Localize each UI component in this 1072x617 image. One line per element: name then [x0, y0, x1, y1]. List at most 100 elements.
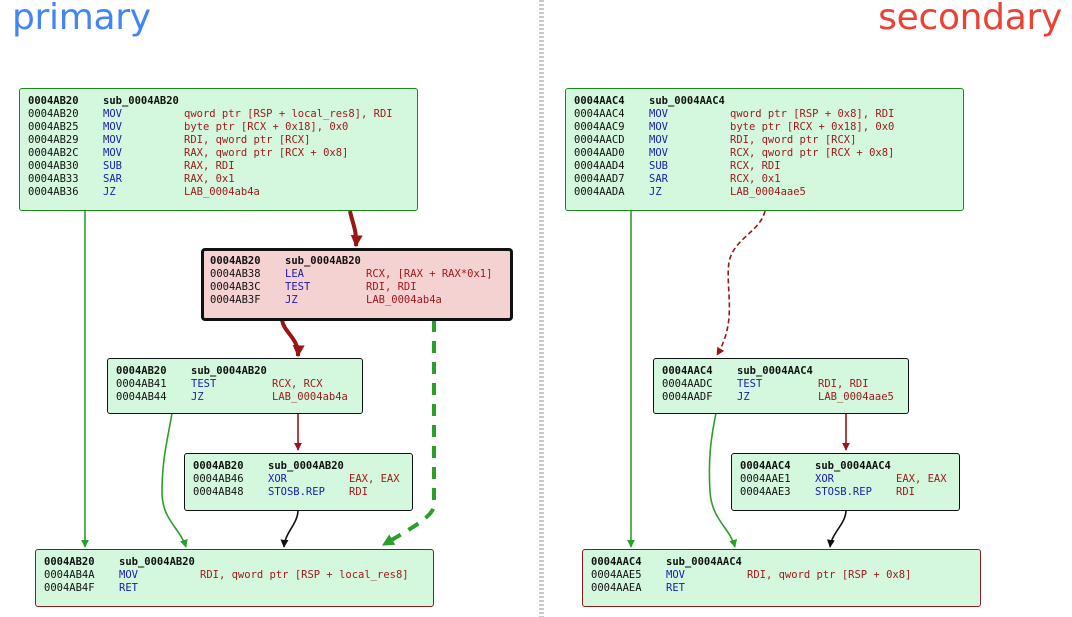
primary-block-selected[interactable]: 0004AB20 sub_0004AB20 0004AB38 LEA RCX, [RA…: [201, 248, 513, 321]
instruction-address: 0004AB33: [28, 173, 79, 185]
instruction-mnemonic: RET: [119, 582, 138, 594]
instruction-address: 0004AAD0: [574, 147, 625, 159]
instruction-operands: RDI, qword ptr [RSP + local_res8]: [200, 569, 409, 581]
instruction-address: 0004AB30: [28, 160, 79, 172]
instruction-mnemonic: MOV: [649, 134, 668, 146]
instruction-operands: qword ptr [RSP + 0x8], RDI: [730, 108, 895, 120]
block-header-address: 0004AB20: [28, 95, 79, 107]
instruction-operands: RCX, [RAX + RAX*0x1]: [366, 268, 493, 280]
instruction-operands: LAB_0004aae5: [818, 391, 894, 403]
primary-pane-title: primary: [12, 0, 151, 38]
instruction-address: 0004AAC4: [574, 108, 625, 120]
instruction-address: 0004AB38: [210, 268, 261, 280]
instruction-mnemonic: MOV: [666, 569, 685, 581]
instruction-address: 0004AB48: [193, 486, 244, 498]
instruction-operands: LAB_0004ab4a: [272, 391, 348, 403]
instruction-mnemonic: MOV: [103, 108, 122, 120]
instruction-address: 0004AAC9: [574, 121, 625, 133]
instruction-row[interactable]: 0004AB44 JZ LAB_0004ab4a: [116, 391, 354, 404]
instruction-operands: RAX, qword ptr [RCX + 0x8]: [184, 147, 349, 159]
instruction-operands: RAX, 0x1: [184, 173, 235, 185]
instruction-mnemonic: JZ: [737, 391, 750, 403]
block-header-function: sub_0004AB20: [285, 255, 361, 267]
instruction-address: 0004AB44: [116, 391, 167, 403]
instruction-operands: RCX, 0x1: [730, 173, 781, 185]
instruction-mnemonic: TEST: [191, 378, 217, 390]
instruction-operands: RCX, qword ptr [RCX + 0x8]: [730, 147, 895, 159]
block-header-function: sub_0004AAC4: [666, 556, 742, 568]
instruction-operands: RDI, RDI: [366, 281, 417, 293]
instruction-operands: RCX, RCX: [272, 378, 323, 390]
block-header-address: 0004AB20: [210, 255, 261, 267]
instruction-address: 0004AAE5: [591, 569, 642, 581]
instruction-address: 0004AB4A: [44, 569, 95, 581]
instruction-mnemonic: LEA: [285, 268, 304, 280]
instruction-mnemonic: MOV: [103, 121, 122, 133]
instruction-mnemonic: SUB: [103, 160, 122, 172]
edge-primary-b4-b5: [280, 509, 299, 548]
instruction-operands: qword ptr [RSP + local_res8], RDI: [184, 108, 393, 120]
instruction-operands: RDI, qword ptr [RCX]: [184, 134, 311, 146]
edge-secondary-b1-b3: [716, 210, 766, 356]
instruction-address: 0004AB46: [193, 473, 244, 485]
pane-splitter[interactable]: [539, 0, 544, 617]
instruction-mnemonic: MOV: [649, 121, 668, 133]
block-header-address: 0004AAC4: [574, 95, 625, 107]
instruction-mnemonic: MOV: [649, 147, 668, 159]
edge-primary-b3-b5: [161, 412, 188, 548]
edge-primary-b1-b2: [348, 210, 363, 248]
block-header-address: 0004AAC4: [740, 460, 791, 472]
instruction-address: 0004AB3F: [210, 294, 261, 306]
instruction-address: 0004AAD4: [574, 160, 625, 172]
instruction-mnemonic: MOV: [103, 147, 122, 159]
instruction-operands: RCX, RDI: [730, 160, 781, 172]
block-header-address: 0004AB20: [116, 365, 167, 377]
instruction-mnemonic: JZ: [649, 186, 662, 198]
block-header-address: 0004AB20: [44, 556, 95, 568]
instruction-address: 0004AB25: [28, 121, 79, 133]
instruction-row[interactable]: 0004AAD0 MOV RCX, qword ptr [RCX + 0x8]: [574, 147, 955, 160]
edge-primary-b2-b5: [381, 320, 436, 547]
instruction-row[interactable]: 0004AB30 SUB RAX, RDI: [28, 160, 409, 173]
instruction-row[interactable]: 0004AB38 LEA RCX, [RAX + RAX*0x1]: [210, 268, 504, 281]
instruction-mnemonic: JZ: [191, 391, 204, 403]
instruction-address: 0004AAD7: [574, 173, 625, 185]
instruction-operands: RDI: [349, 486, 368, 498]
instruction-operands: RAX, RDI: [184, 160, 235, 172]
instruction-mnemonic: TEST: [285, 281, 311, 293]
